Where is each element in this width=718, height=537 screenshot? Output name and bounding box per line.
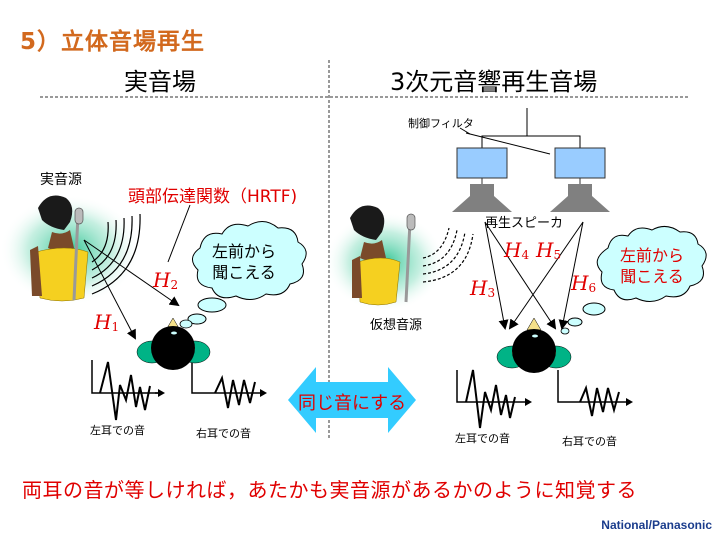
brand-logo: National/Panasonic: [601, 518, 712, 532]
right-ear-waveform: [191, 363, 267, 409]
left-speaker-icon: [452, 184, 512, 212]
h5-label: H5: [536, 238, 562, 262]
left-ear-waveform: [91, 360, 165, 421]
filter-wiring: [459, 108, 581, 155]
left-section-title: 実音場: [124, 68, 196, 96]
left-ear-sound-label: 左耳での音: [90, 424, 145, 437]
left-thought-bubble: [179, 221, 307, 329]
right-thought-bubble: [560, 226, 707, 335]
virtual-source-label: 仮想音源: [370, 318, 423, 333]
playback-speaker-label: 再生スピーカ: [485, 216, 564, 231]
real-source-label: 実音源: [40, 172, 82, 188]
virtual-sound-waves-icon: [422, 227, 474, 283]
real-source-singer-icon: [0, 195, 140, 305]
left-bubble-text: 左前から 聞こえる: [212, 241, 276, 283]
hrtf-label: 頭部伝達関数（HRTF): [128, 187, 298, 207]
virtual-source-singer-icon: [325, 205, 445, 312]
same-sound-label: 同じ音にする: [298, 393, 407, 414]
right-side-right-ear-waveform: [557, 370, 633, 417]
right-side-left-ear-waveform: [456, 369, 532, 429]
h1-label: H1: [94, 310, 120, 334]
right-ear-sound-label: 右耳での音: [196, 427, 251, 440]
conclusion-text: 両耳の音が等しければ，あたかも実音源があるかのように知覚する: [22, 478, 637, 502]
h4-label: H4: [504, 238, 530, 262]
same-sound-double-arrow: [288, 367, 416, 433]
hrtf-pointer-line: [167, 204, 191, 263]
right-section-title: 3次元音響再生音場: [390, 68, 598, 96]
right-filter-monitor-icon: [554, 147, 606, 184]
speaker-path-arrows: [484, 221, 584, 330]
right-speaker-icon: [550, 184, 610, 212]
h2-label: H2: [153, 268, 179, 292]
right-bubble-line-2: 聞こえる: [620, 267, 684, 286]
h2-path-arrow: [83, 239, 180, 307]
left-listener-head-icon: [136, 317, 211, 370]
right-bubble-line-1: 左前から: [620, 246, 685, 265]
left-bubble-line-2: 聞こえる: [212, 263, 276, 282]
right-listener-head-icon: [496, 317, 572, 373]
h3-label: H3: [470, 276, 496, 300]
right-bubble-text: 左前から 聞こえる: [620, 245, 684, 287]
right-side-left-ear-label: 左耳での音: [455, 432, 510, 445]
h6-label: H6: [571, 271, 597, 295]
right-side-right-ear-label: 右耳での音: [562, 435, 617, 448]
h1-path-arrow: [83, 239, 136, 340]
left-filter-monitor-icon: [456, 147, 508, 184]
left-bubble-line-1: 左前から: [212, 242, 277, 261]
control-filter-label: 制御フィルタ: [408, 117, 474, 130]
slide-title: 5）立体音場再生: [20, 29, 206, 55]
